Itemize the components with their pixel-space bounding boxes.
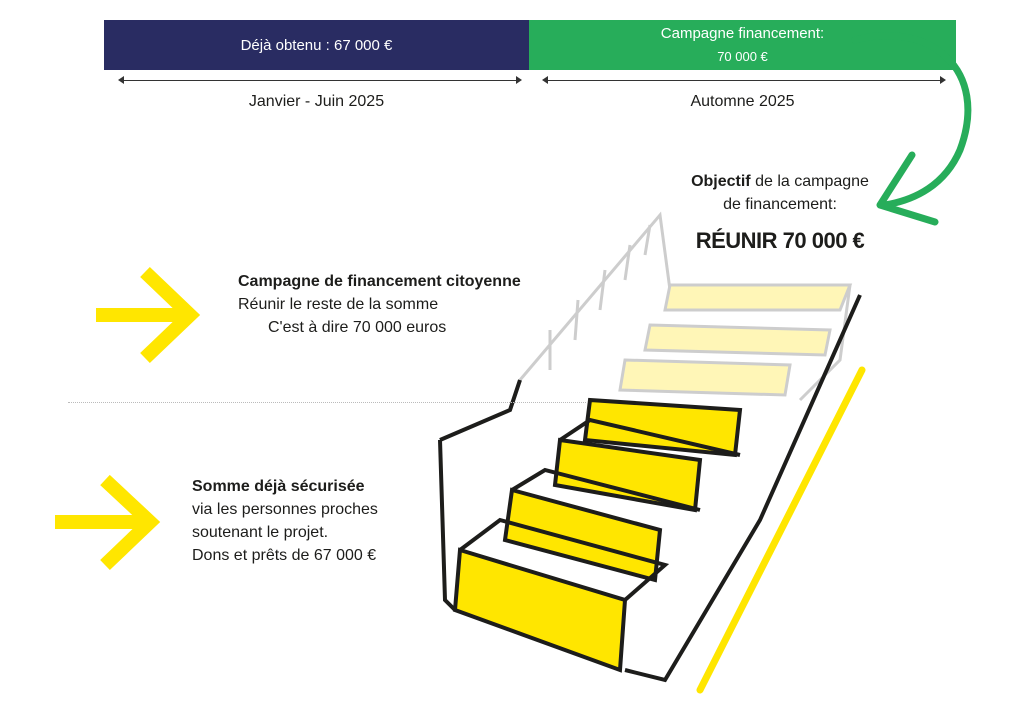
divider	[68, 402, 588, 403]
secured-line2: soutenant le projet.	[192, 524, 329, 541]
yellow-arrow-icon	[96, 266, 201, 364]
period-1-arrow	[118, 76, 522, 84]
goal-text: Objectif de la campagne de financement:	[660, 170, 900, 216]
campaign-block: Campagne de financement citoyenne Réunir…	[238, 270, 521, 339]
campaign-line2: C'est à dire 70 000 euros	[268, 319, 447, 336]
period-2-arrow	[542, 76, 946, 84]
secured-line3: Dons et prêts de 67 000 €	[192, 547, 377, 564]
period-2-label: Automne 2025	[690, 93, 795, 110]
goal-line1: de la campagne	[750, 173, 869, 190]
goal-amount: RÉUNIR 70 000 €	[695, 228, 865, 253]
secured-title: Somme déjà sécurisée	[192, 478, 365, 495]
yellow-line-icon	[696, 366, 866, 694]
campaign-line1: Réunir le reste de la somme	[238, 296, 439, 313]
obtained-label: Déjà obtenu : 67 000 €	[240, 36, 393, 54]
campaign-bar: Campagne financement: 70 000 €	[529, 20, 956, 70]
campaign-title: Campagne de financement citoyenne	[238, 273, 521, 290]
goal-bold: Objectif	[691, 173, 751, 190]
green-arrowhead-icon	[876, 151, 939, 226]
obtained-bar: Déjà obtenu : 67 000 €	[104, 20, 529, 70]
goal-line2: de financement:	[723, 196, 837, 213]
secured-line1: via les personnes proches	[192, 501, 378, 518]
campaign-label-line2: 70 000 €	[717, 49, 768, 64]
campaign-label-line1: Campagne financement:	[660, 25, 825, 42]
secured-block: Somme déjà sécurisée via les personnes p…	[192, 475, 378, 567]
period-1-label: Janvier - Juin 2025	[248, 93, 385, 110]
yellow-arrow-icon	[55, 474, 161, 571]
green-curved-arrow-icon	[851, 32, 972, 209]
